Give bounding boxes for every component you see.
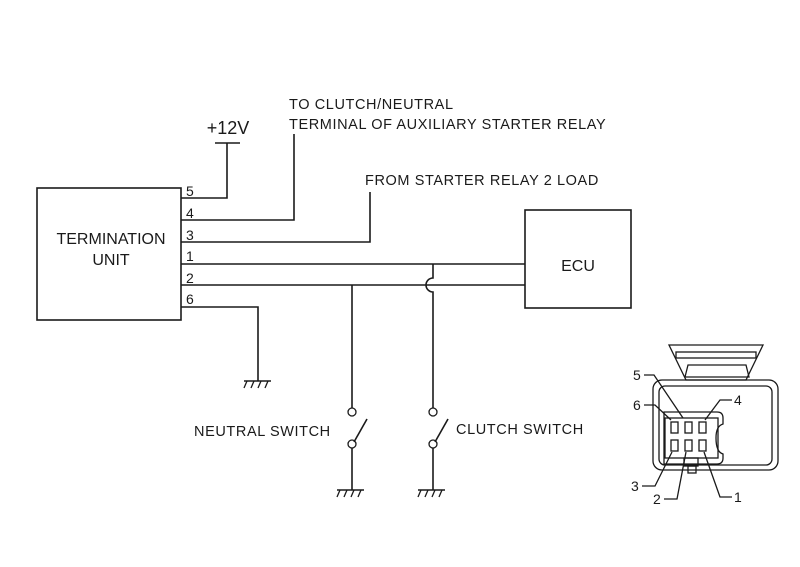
ecu-label: ECU — [561, 258, 595, 275]
annotation-starter-relay: FROM STARTER RELAY 2 LOAD — [365, 173, 599, 189]
ecu: ECU — [524, 209, 632, 309]
ecu-box — [524, 209, 632, 309]
annotation-clutch-neutral-2: TERMINAL OF AUXILIARY STARTER RELAY — [289, 117, 606, 133]
connector-housing-outer — [652, 379, 779, 471]
terminal-6 — [670, 421, 679, 434]
neutral-switch-blade — [353, 418, 368, 443]
termination-unit-label-2: UNIT — [92, 252, 130, 269]
leader-5 — [644, 374, 684, 419]
neutral-switch-label: NEUTRAL SWITCH — [194, 424, 331, 440]
connector-cavity — [663, 411, 724, 465]
terminal-4 — [698, 421, 707, 434]
wire-pin-4 — [181, 134, 295, 221]
connector-latch-slot — [675, 351, 757, 359]
connector-label-4: 4 — [734, 392, 742, 408]
neutral-switch-top-contact — [347, 407, 357, 417]
clutch-switch-label: CLUTCH SWITCH — [456, 422, 584, 438]
pin-4-label: 4 — [186, 205, 194, 221]
terminal-5 — [684, 421, 693, 434]
termination-unit-box — [36, 187, 182, 321]
pin-1-label: 1 — [186, 248, 194, 264]
termination-unit-label-1: TERMINATION — [56, 231, 165, 248]
connector-label-6: 6 — [633, 397, 641, 413]
connector-key-tip — [687, 465, 697, 474]
wire-clutch-switch — [425, 264, 434, 408]
connector-latch-tab — [684, 364, 750, 378]
connector-view — [652, 344, 779, 474]
terminal-1 — [698, 439, 707, 452]
leader-3 — [642, 451, 673, 487]
leader-2 — [664, 451, 687, 500]
terminal-3 — [670, 439, 679, 452]
termination-unit: TERMINATION UNIT — [36, 187, 182, 321]
terminal-2 — [684, 439, 693, 452]
pin-5-label: 5 — [186, 183, 194, 199]
neutral-switch-bottom-contact — [347, 439, 357, 449]
clutch-ground-icon — [417, 489, 445, 498]
connector-label-5: 5 — [633, 367, 641, 383]
wire-pin-6 — [181, 306, 259, 381]
wire-pin-3 — [181, 192, 371, 243]
wire-pin-5 — [181, 143, 228, 199]
pin-6-label: 6 — [186, 291, 194, 307]
pin-2-label: 2 — [186, 270, 194, 286]
clutch-switch-bottom-contact — [428, 439, 438, 449]
connector-housing-inner — [658, 385, 773, 466]
clutch-switch-top-contact — [428, 407, 438, 417]
connector-label-1: 1 — [734, 489, 742, 505]
connector-pin-labels: 5 6 4 3 2 1 — [631, 367, 742, 507]
power-12v-label: +12V — [207, 118, 250, 138]
pin-6-ground-icon — [243, 380, 271, 389]
connector-label-2: 2 — [653, 491, 661, 507]
annotation-clutch-neutral-1: TO CLUTCH/NEUTRAL — [289, 97, 454, 113]
leader-4 — [704, 399, 732, 421]
neutral-ground-icon — [336, 489, 364, 498]
connector-label-3: 3 — [631, 478, 639, 494]
clutch-switch-blade — [434, 418, 449, 443]
pin-3-label: 3 — [186, 227, 194, 243]
leader-6 — [644, 404, 672, 421]
leader-1 — [703, 451, 732, 498]
